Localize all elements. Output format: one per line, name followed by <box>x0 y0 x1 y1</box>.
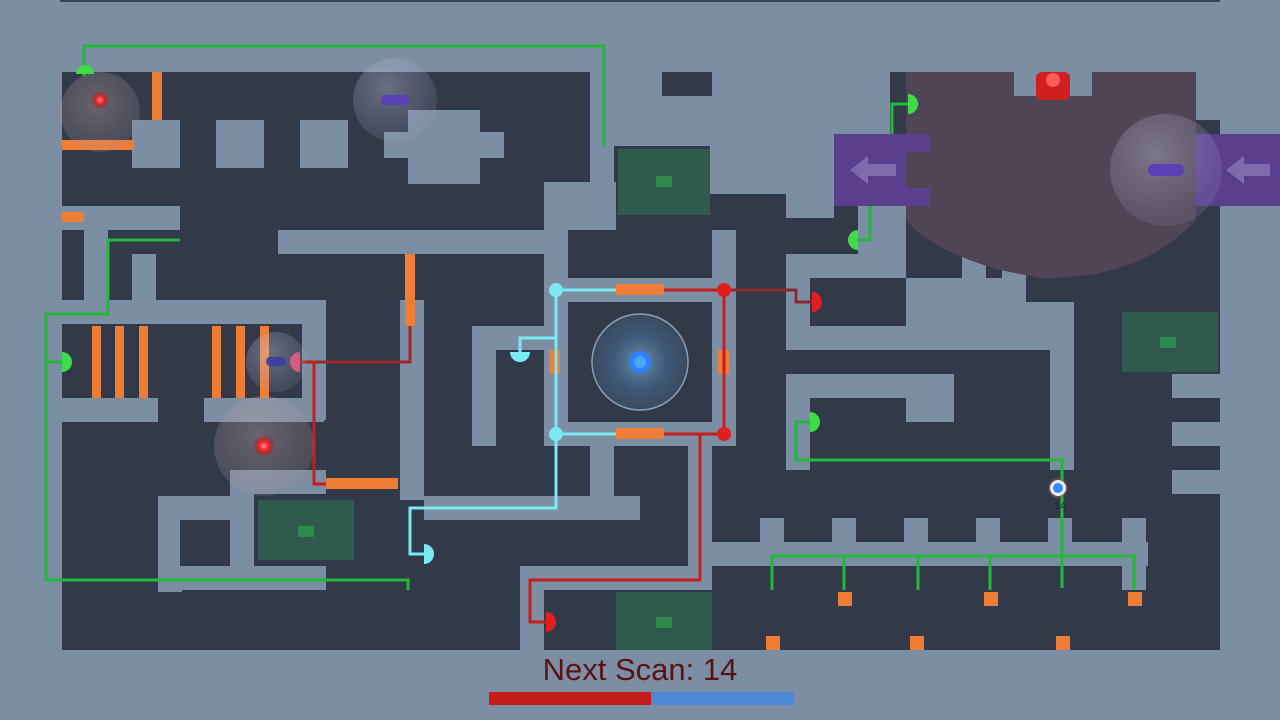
next-scan-value: 14 <box>702 652 738 687</box>
cyan-wires <box>408 288 616 556</box>
door[interactable] <box>1128 592 1142 606</box>
wire-node-icon <box>717 283 731 297</box>
half-circle-button-icon[interactable] <box>908 94 918 114</box>
top-border-line <box>60 0 1220 2</box>
red-drone <box>60 72 140 152</box>
door[interactable] <box>838 592 852 606</box>
half-circle-button-icon[interactable] <box>424 544 434 564</box>
door[interactable] <box>1056 636 1070 650</box>
terminal-pads <box>258 149 1218 650</box>
terminal-pad-indicator <box>656 176 672 187</box>
enemy-drones <box>60 58 1222 496</box>
alarm-light-glow <box>1046 73 1060 87</box>
door[interactable] <box>115 326 124 398</box>
half-circle-button-icon[interactable] <box>62 352 72 372</box>
purple-drone-core <box>1148 164 1184 176</box>
half-circle-button-icon[interactable] <box>510 352 530 362</box>
door[interactable] <box>152 72 162 120</box>
player-drone[interactable] <box>1048 478 1068 498</box>
left-arrow-icon <box>1226 156 1270 184</box>
core-reactor <box>591 313 689 411</box>
door[interactable] <box>984 592 998 606</box>
next-scan-readout: Next Scan: 14 <box>0 652 1280 688</box>
door[interactable] <box>212 326 221 398</box>
half-circle-button-icon[interactable] <box>546 612 556 632</box>
door[interactable] <box>766 636 780 650</box>
terminal-pad-indicator <box>298 526 314 537</box>
red-drone-light <box>91 91 109 109</box>
scan-progress-fill <box>489 692 651 705</box>
left-arrow-icon <box>850 156 896 184</box>
green-wires <box>44 44 1136 590</box>
door[interactable] <box>910 636 924 650</box>
purple-drone-core <box>266 357 286 366</box>
wall-holes <box>180 74 712 566</box>
door[interactable] <box>62 212 84 222</box>
purple-drone-core <box>381 95 409 105</box>
half-circle-button-icon[interactable] <box>810 412 820 432</box>
terminal-pad-indicator <box>1160 337 1176 348</box>
half-circle-button-icon[interactable] <box>812 292 822 312</box>
door[interactable] <box>139 326 148 398</box>
player-counter: 14 <box>1054 501 1066 512</box>
next-scan-label: Next Scan: <box>542 652 695 687</box>
wire-node-icon <box>549 283 563 297</box>
half-circle-button-icon[interactable] <box>848 230 858 250</box>
red-wires <box>300 288 812 624</box>
red-drone-light <box>253 435 275 457</box>
door[interactable] <box>236 326 245 398</box>
wire-node-icon <box>717 427 731 441</box>
scan-progress-bar <box>489 692 794 705</box>
terminal-pad-indicator <box>656 617 672 628</box>
door[interactable] <box>616 428 664 439</box>
wire-nodes <box>549 283 731 441</box>
wire-node-icon <box>549 427 563 441</box>
hazard-room <box>906 72 1196 279</box>
door[interactable] <box>326 478 398 489</box>
half-circle-button-icon[interactable] <box>76 65 94 74</box>
door[interactable] <box>405 254 415 326</box>
conveyor-left <box>834 134 930 206</box>
door[interactable] <box>92 326 101 398</box>
door[interactable] <box>616 284 664 295</box>
player-drone-icon <box>1053 483 1063 493</box>
